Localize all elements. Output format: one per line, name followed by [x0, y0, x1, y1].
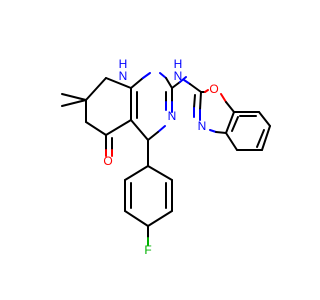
molecule-canvas: N N O N O F H H N H N	[61, 58, 271, 257]
structure-diagram: N N O N O F H	[61, 72, 271, 257]
bond-n-c3a-n	[209, 129, 217, 133]
bond-bz-6	[225, 111, 235, 134]
hetero-bonds	[105, 72, 235, 246]
atom-labels: N N O N O F	[103, 82, 218, 257]
bond-bz-3-double	[256, 129, 265, 148]
bond-bz-6-double	[231, 116, 239, 132]
bond-c4a-c4	[130, 119, 149, 141]
bond-o-c7a	[225, 101, 235, 113]
bond-ph-6	[147, 165, 173, 181]
carbon-bonds	[61, 77, 271, 227]
bond-c4a-c5	[105, 119, 132, 136]
atom-o-keto-label: O	[103, 154, 112, 168]
bond-methyl-1	[61, 93, 87, 101]
bond-methyl-2	[61, 99, 87, 107]
bond-ph-3	[124, 210, 149, 227]
bond-bz-5	[225, 132, 238, 151]
bond-ph-1	[124, 165, 149, 181]
bond-c8a-n1-n	[142, 72, 151, 79]
atom-f-label: F	[144, 243, 151, 257]
bond-c8-c8a	[105, 77, 132, 89]
bond-ph-4	[147, 210, 173, 227]
bond-o-c7a-o	[220, 93, 227, 103]
bond-bz-3	[261, 125, 271, 151]
bond-n-c3a	[215, 131, 227, 134]
bond-nh-c2ox	[189, 83, 202, 93]
bond-c5-c6	[85, 121, 107, 136]
nh-ring-text: H N	[118, 57, 128, 83]
bond-n1-c2	[165, 77, 173, 89]
bond-nh-c2ox-n2	[183, 79, 191, 85]
nh-link-text: H N	[173, 57, 183, 83]
atom-n3-label: N	[168, 109, 177, 123]
nh-link-label: H N	[171, 58, 185, 82]
bond-n3-c4-n	[157, 125, 166, 133]
bond-c2ox-o-o	[204, 89, 209, 93]
bond-bz-2	[258, 111, 271, 127]
bond-c7-c8	[85, 77, 107, 101]
bond-n3-c4	[147, 131, 159, 141]
bond-c2ox-n	[199, 91, 202, 111]
nh-ring-label: H N	[116, 58, 130, 82]
bond-c8a-n1	[130, 77, 144, 89]
atom-n-oxazole-label: N	[198, 119, 207, 133]
bond-n1-c2-n	[159, 72, 167, 79]
bond-c2-nh-n	[179, 76, 187, 83]
atom-o-ring-label: O	[209, 82, 218, 96]
bond-c2ox-n-double	[193, 94, 196, 109]
bond-c2-nh	[171, 81, 181, 89]
